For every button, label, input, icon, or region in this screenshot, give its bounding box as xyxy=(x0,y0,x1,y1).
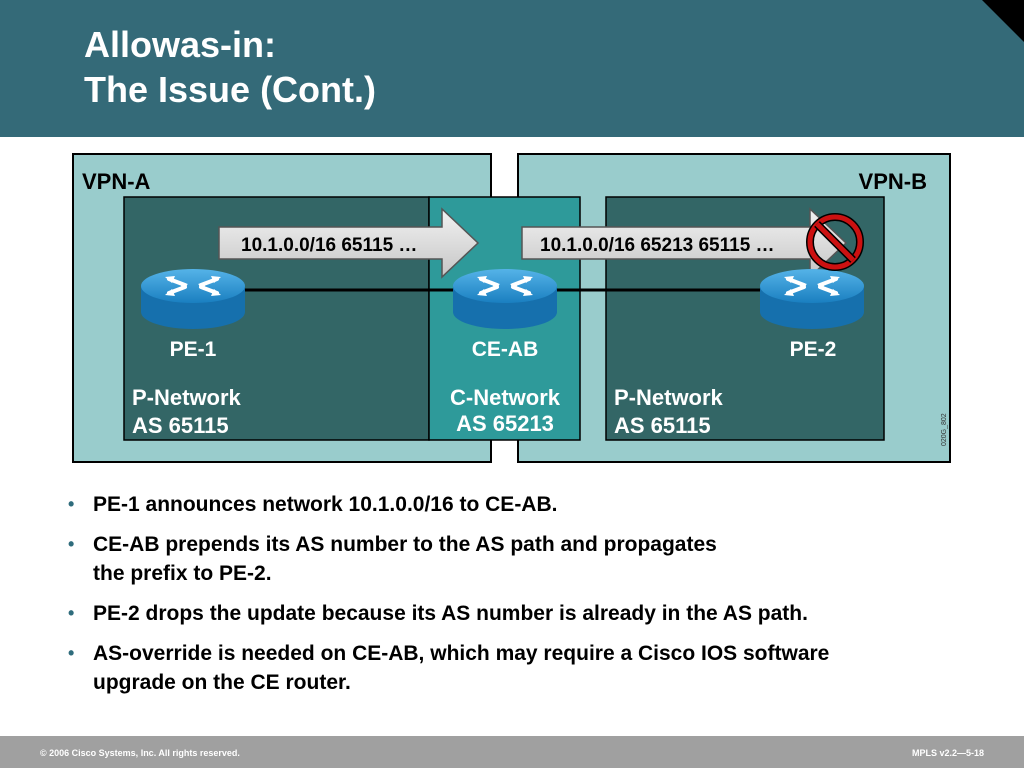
p-network-left-line2: AS 65115 xyxy=(132,413,229,438)
c-network-line1: C-Network xyxy=(450,385,561,410)
title-line-1: Allowas-in: xyxy=(84,24,277,65)
bullet-item: AS-override is needed on CE-AB, which ma… xyxy=(66,639,1006,697)
vpn-a-label: VPN-A xyxy=(82,169,151,194)
c-network-line2: AS 65213 xyxy=(456,411,554,436)
router-pe2-label: PE-2 xyxy=(790,338,837,361)
vpn-b-label: VPN-B xyxy=(859,169,927,194)
update-arrow-2-text: 10.1.0.0/16 65213 65115 … xyxy=(540,235,775,256)
slide-header: Allowas-in: The Issue (Cont.) xyxy=(0,0,1024,137)
p-network-left-line1: P-Network xyxy=(132,385,242,410)
router-ce-ab-icon xyxy=(451,267,559,331)
bullet-item: CE-AB prepends its AS number to the AS p… xyxy=(66,530,1006,588)
slide-footer: © 2006 Cisco Systems, Inc. All rights re… xyxy=(0,736,1024,768)
prohibit-icon xyxy=(806,213,864,271)
bullet-text: PE-2 drops the update because its AS num… xyxy=(93,602,808,625)
bullet-text: AS-override is needed on CE-AB, which ma… xyxy=(93,642,830,665)
corner-decoration xyxy=(982,0,1024,42)
bullet-text-continued: the prefix to PE-2. xyxy=(93,562,272,585)
bullet-item: PE-2 drops the update because its AS num… xyxy=(66,599,1006,628)
bullet-text: CE-AB prepends its AS number to the AS p… xyxy=(93,533,717,556)
router-pe2-icon xyxy=(758,267,866,331)
router-ce-ab-label: CE-AB xyxy=(472,338,539,361)
copyright-text: © 2006 Cisco Systems, Inc. All rights re… xyxy=(40,748,240,758)
title-line-2: The Issue (Cont.) xyxy=(84,69,377,110)
figure-id: 020G_802 xyxy=(941,413,948,446)
bullet-text-continued: upgrade on the CE router. xyxy=(93,671,351,694)
bullet-list: PE-1 announces network 10.1.0.0/16 to CE… xyxy=(66,490,1006,708)
router-pe1-label: PE-1 xyxy=(170,338,217,361)
update-arrow-1 xyxy=(218,207,480,279)
bullet-item: PE-1 announces network 10.1.0.0/16 to CE… xyxy=(66,490,1006,519)
router-pe1-icon xyxy=(139,267,247,331)
p-network-right-line1: P-Network xyxy=(614,385,724,410)
update-arrow-2 xyxy=(521,207,848,279)
course-page-number: MPLS v2.2—5-18 xyxy=(911,748,984,758)
p-network-right-line2: AS 65115 xyxy=(614,413,711,438)
slide-title: Allowas-in: The Issue (Cont.) xyxy=(84,22,376,112)
update-arrow-1-text: 10.1.0.0/16 65115 … xyxy=(241,235,417,256)
bullet-text: PE-1 announces network 10.1.0.0/16 to CE… xyxy=(93,493,558,516)
network-diagram: VPN-A VPN-B 10.1.0.0/16 65115 … 10.1.0.0… xyxy=(72,153,951,463)
